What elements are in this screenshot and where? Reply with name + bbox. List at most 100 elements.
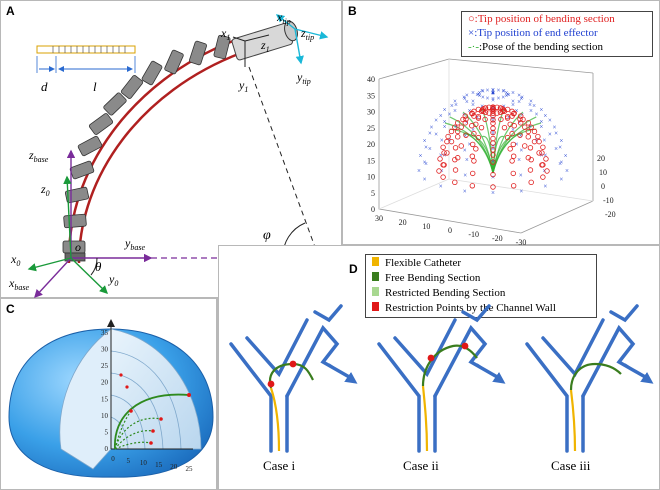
end-effector-marker: × bbox=[440, 137, 444, 145]
restriction-point bbox=[289, 360, 297, 368]
catheter-line bbox=[269, 387, 281, 452]
end-effector-marker: × bbox=[501, 87, 505, 95]
end-effector-marker: × bbox=[491, 89, 495, 97]
frame-zbase: zbase bbox=[28, 148, 49, 164]
vertical-tick: 10 bbox=[101, 412, 109, 420]
bending-tip-marker bbox=[444, 150, 450, 156]
green-dashdot-icon: -·- bbox=[468, 41, 479, 53]
end-effector-marker: × bbox=[481, 87, 485, 95]
bending-tip-marker bbox=[490, 125, 496, 132]
panel-d-label: D bbox=[349, 262, 358, 276]
end-effector-marker: × bbox=[515, 141, 519, 149]
bending-tip-marker bbox=[490, 152, 496, 158]
end-effector-marker: × bbox=[519, 172, 523, 180]
restriction-point-swatch bbox=[372, 302, 379, 311]
end-effector-marker: × bbox=[463, 187, 467, 195]
bending-tip-marker bbox=[525, 128, 531, 135]
end-effector-marker: × bbox=[491, 89, 495, 97]
end-effector-marker: × bbox=[465, 92, 469, 100]
bending-tip-marker bbox=[528, 179, 534, 186]
end-effector-marker: × bbox=[511, 89, 515, 97]
bending-tip-marker bbox=[528, 156, 534, 163]
end-effector-marker: × bbox=[423, 175, 427, 183]
bending-tip-marker bbox=[452, 124, 458, 130]
end-effector-marker: × bbox=[491, 89, 495, 97]
bending-tip-marker bbox=[518, 113, 524, 119]
end-effector-marker: × bbox=[491, 96, 495, 104]
case-i-label: Case i bbox=[263, 458, 296, 473]
end-effector-marker: × bbox=[542, 137, 546, 145]
vertical-tick: 15 bbox=[101, 395, 109, 403]
bending-tip-marker bbox=[478, 108, 485, 114]
frame-z0: z0 bbox=[40, 182, 50, 198]
panel-d-cases bbox=[229, 304, 654, 453]
panel-d: D Flexible Catheter Free Bending Section… bbox=[218, 245, 660, 490]
free-bending-swatch bbox=[372, 272, 379, 281]
end-effector-marker: × bbox=[440, 167, 444, 175]
end-effector-marker: × bbox=[559, 137, 563, 145]
end-effector-marker: × bbox=[519, 95, 523, 103]
frame-ztip: ztip bbox=[300, 26, 314, 42]
bending-tip-marker bbox=[490, 159, 496, 165]
end-effector-marker: × bbox=[485, 94, 489, 102]
end-effector-markers: ××××××××××××××××××××××××××××××××××××××××… bbox=[417, 86, 569, 197]
end-effector-marker: × bbox=[517, 118, 521, 126]
horizontal-tick: 15 bbox=[155, 461, 163, 469]
y-tick: -10 bbox=[603, 196, 614, 205]
end-effector-marker: × bbox=[517, 92, 521, 100]
end-effector-marker: × bbox=[477, 90, 481, 98]
restriction-point bbox=[267, 380, 275, 388]
end-effector-marker: × bbox=[558, 144, 562, 152]
end-effector-marker: × bbox=[465, 98, 469, 106]
end-effector-marker: × bbox=[501, 94, 505, 102]
x-tick: -20 bbox=[492, 234, 503, 243]
end-effector-marker: × bbox=[528, 123, 532, 131]
end-effector-marker: × bbox=[491, 89, 495, 97]
z-tick: 10 bbox=[367, 173, 375, 182]
bending-tip-marker bbox=[437, 156, 443, 162]
bending-tip-marker bbox=[470, 170, 476, 177]
end-effector-marker: × bbox=[491, 89, 495, 97]
bending-tip-marker bbox=[509, 108, 515, 115]
bending-tip-marker bbox=[510, 183, 517, 189]
bending-tip-marker bbox=[471, 158, 477, 164]
bending-tip-marker bbox=[458, 143, 464, 149]
end-effector-marker: × bbox=[529, 107, 533, 115]
end-effector-marker: × bbox=[434, 117, 438, 125]
bending-tip-marker bbox=[536, 138, 542, 145]
restriction-point bbox=[461, 342, 469, 350]
panel-b-legend: ○:Tip position of bending section ×:Tip … bbox=[461, 11, 653, 57]
panel-a: A bbox=[0, 0, 342, 299]
end-effector-marker: × bbox=[428, 145, 432, 153]
end-effector-marker: × bbox=[475, 91, 479, 99]
end-effector-marker: × bbox=[491, 89, 495, 97]
end-effector-marker: × bbox=[434, 131, 438, 139]
bending-tip-marker bbox=[535, 133, 541, 140]
legend-row-bending-tip: ○:Tip position of bending section bbox=[468, 13, 615, 25]
end-effector-marker: × bbox=[471, 101, 475, 109]
end-effector-marker: × bbox=[491, 89, 495, 97]
bending-tip-marker bbox=[452, 179, 458, 186]
bending-tip-marker bbox=[517, 132, 523, 138]
end-effector-marker: × bbox=[450, 102, 454, 110]
end-effector-marker: × bbox=[481, 94, 485, 102]
bending-tip-marker bbox=[522, 143, 528, 149]
bent-robot bbox=[62, 20, 298, 264]
end-effector-marker: × bbox=[443, 123, 447, 131]
end-effector-marker: × bbox=[548, 131, 552, 139]
bending-tip-marker bbox=[469, 183, 476, 189]
frame-ytip: ytip bbox=[296, 70, 311, 86]
bending-tip-marker bbox=[527, 145, 534, 151]
bending-tip-marker bbox=[473, 146, 479, 152]
legend-row-restricted-bending: Restricted Bending Section bbox=[372, 287, 505, 299]
vertical-tick: 35 bbox=[101, 329, 109, 337]
restriction-point bbox=[427, 354, 435, 362]
end-effector-marker: × bbox=[491, 89, 495, 97]
end-effector-marker: × bbox=[491, 130, 495, 138]
vertical-tick: 5 bbox=[105, 428, 109, 436]
bending-tip-marker bbox=[509, 130, 515, 137]
bending-tip-marker bbox=[448, 128, 455, 135]
